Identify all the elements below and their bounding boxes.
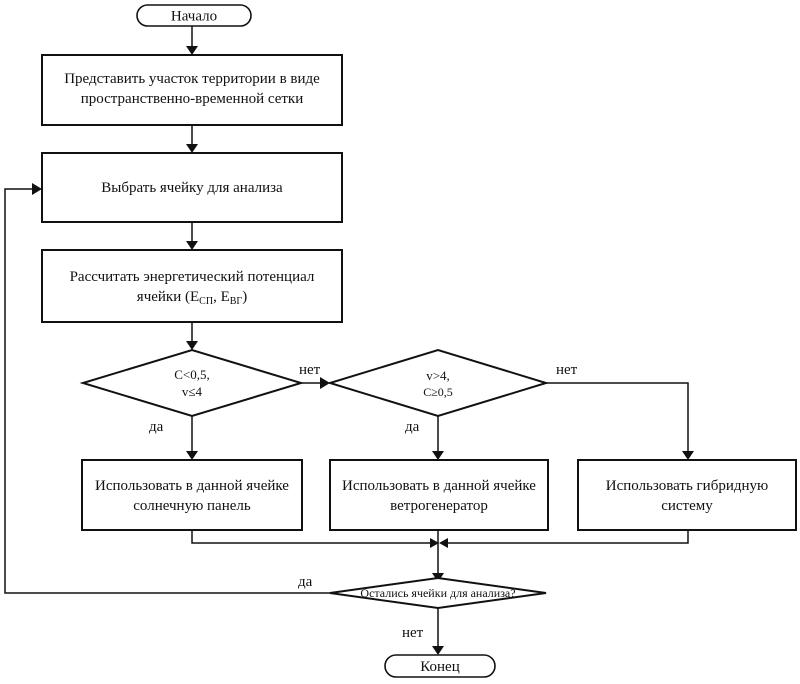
edge-labels: нет да нет да да нет [149, 362, 578, 641]
cond1-no-label: нет [299, 362, 321, 378]
solar-shape [81, 459, 303, 531]
cond2-node: v>4, C≥0,5 [326, 348, 550, 418]
cond2-shape [326, 348, 550, 418]
arrow-select-calc [186, 241, 198, 250]
edge-solar-merge [191, 530, 432, 544]
cond1-label-line2: v≤4 [182, 384, 203, 399]
arrow-start-grid [186, 46, 198, 55]
calc-shape [41, 249, 343, 323]
remain-no-label: нет [402, 625, 424, 641]
cond2-label-line1: v>4, [426, 368, 450, 383]
cond1-label-line1: C<0,5, [174, 367, 210, 382]
edge-cond2-hybrid [546, 382, 689, 453]
arrow-remain-end [432, 646, 444, 655]
edges [4, 26, 694, 655]
solar-label-line1: Использовать в данной ячейке [95, 478, 289, 494]
calc-sub-sp: СП [199, 296, 213, 307]
remain-label: Остались ячейки для анализа? [360, 586, 515, 600]
cond1-node: C<0,5, v≤4 [79, 348, 305, 418]
start-node: Начало [136, 4, 252, 27]
cond2-yes-label: да [405, 419, 420, 435]
start-label: Начало [171, 9, 217, 25]
wind-shape [329, 459, 549, 531]
calc-label-start: ячейки (E [137, 289, 199, 305]
solar-label-line2: солнечную панель [133, 498, 251, 514]
arrow-hybrid-merge [439, 538, 448, 548]
select-label: Выбрать ячейку для анализа [101, 180, 283, 196]
hybrid-shape [577, 459, 797, 531]
cond1-yes-label: да [149, 419, 164, 435]
grid-label-line1: Представить участок территории в виде [64, 71, 320, 87]
end-label: Конец [420, 659, 459, 675]
end-node: Конец [384, 654, 496, 678]
wind-label-line2: ветрогенератор [390, 498, 488, 514]
arrow-cond1-cond2 [320, 377, 330, 389]
hybrid-label-line2: систему [661, 498, 713, 514]
arrow-cond2-hybrid [682, 451, 694, 460]
cond1-shape [79, 348, 305, 418]
calc-label-line2: ячейки (EСП, EВГ) [137, 289, 247, 307]
calc-sub-vg: ВГ [230, 296, 243, 307]
select-node: Выбрать ячейку для анализа [41, 152, 343, 223]
edge-hybrid-merge [446, 530, 689, 544]
calc-label-sep: , E [213, 289, 230, 305]
calc-node: Рассчитать энергетический потенциал ячей… [41, 249, 343, 323]
arrow-remain-loop [32, 183, 42, 195]
grid-label-line2: пространственно-временной сетки [81, 91, 304, 107]
arrow-grid-select [186, 144, 198, 153]
remain-yes-label: да [298, 574, 313, 590]
arrow-solar-merge [430, 538, 439, 548]
cond2-label-line2: C≥0,5 [423, 385, 453, 399]
grid-shape [41, 54, 343, 126]
end-shape [384, 654, 496, 678]
wind-label-line1: Использовать в данной ячейке [342, 478, 536, 494]
start-shape [136, 4, 252, 27]
calc-label-line1: Рассчитать энергетический потенциал [70, 269, 315, 285]
remain-shape [329, 576, 547, 610]
solar-node: Использовать в данной ячейке солнечную п… [81, 459, 303, 531]
wind-node: Использовать в данной ячейке ветрогенера… [329, 459, 549, 531]
cond2-no-label: нет [556, 362, 578, 378]
calc-label-end: ) [242, 289, 247, 305]
arrow-cond1-solar [186, 451, 198, 460]
select-shape [41, 152, 343, 223]
hybrid-node: Использовать гибридную систему [577, 459, 797, 531]
grid-node: Представить участок территории в виде пр… [41, 54, 343, 126]
edge-remain-loop [4, 188, 330, 594]
remain-node: Остались ячейки для анализа? [329, 576, 547, 610]
arrow-cond2-wind [432, 451, 444, 460]
arrow-calc-cond1 [186, 341, 198, 350]
hybrid-label-line1: Использовать гибридную [606, 478, 769, 494]
